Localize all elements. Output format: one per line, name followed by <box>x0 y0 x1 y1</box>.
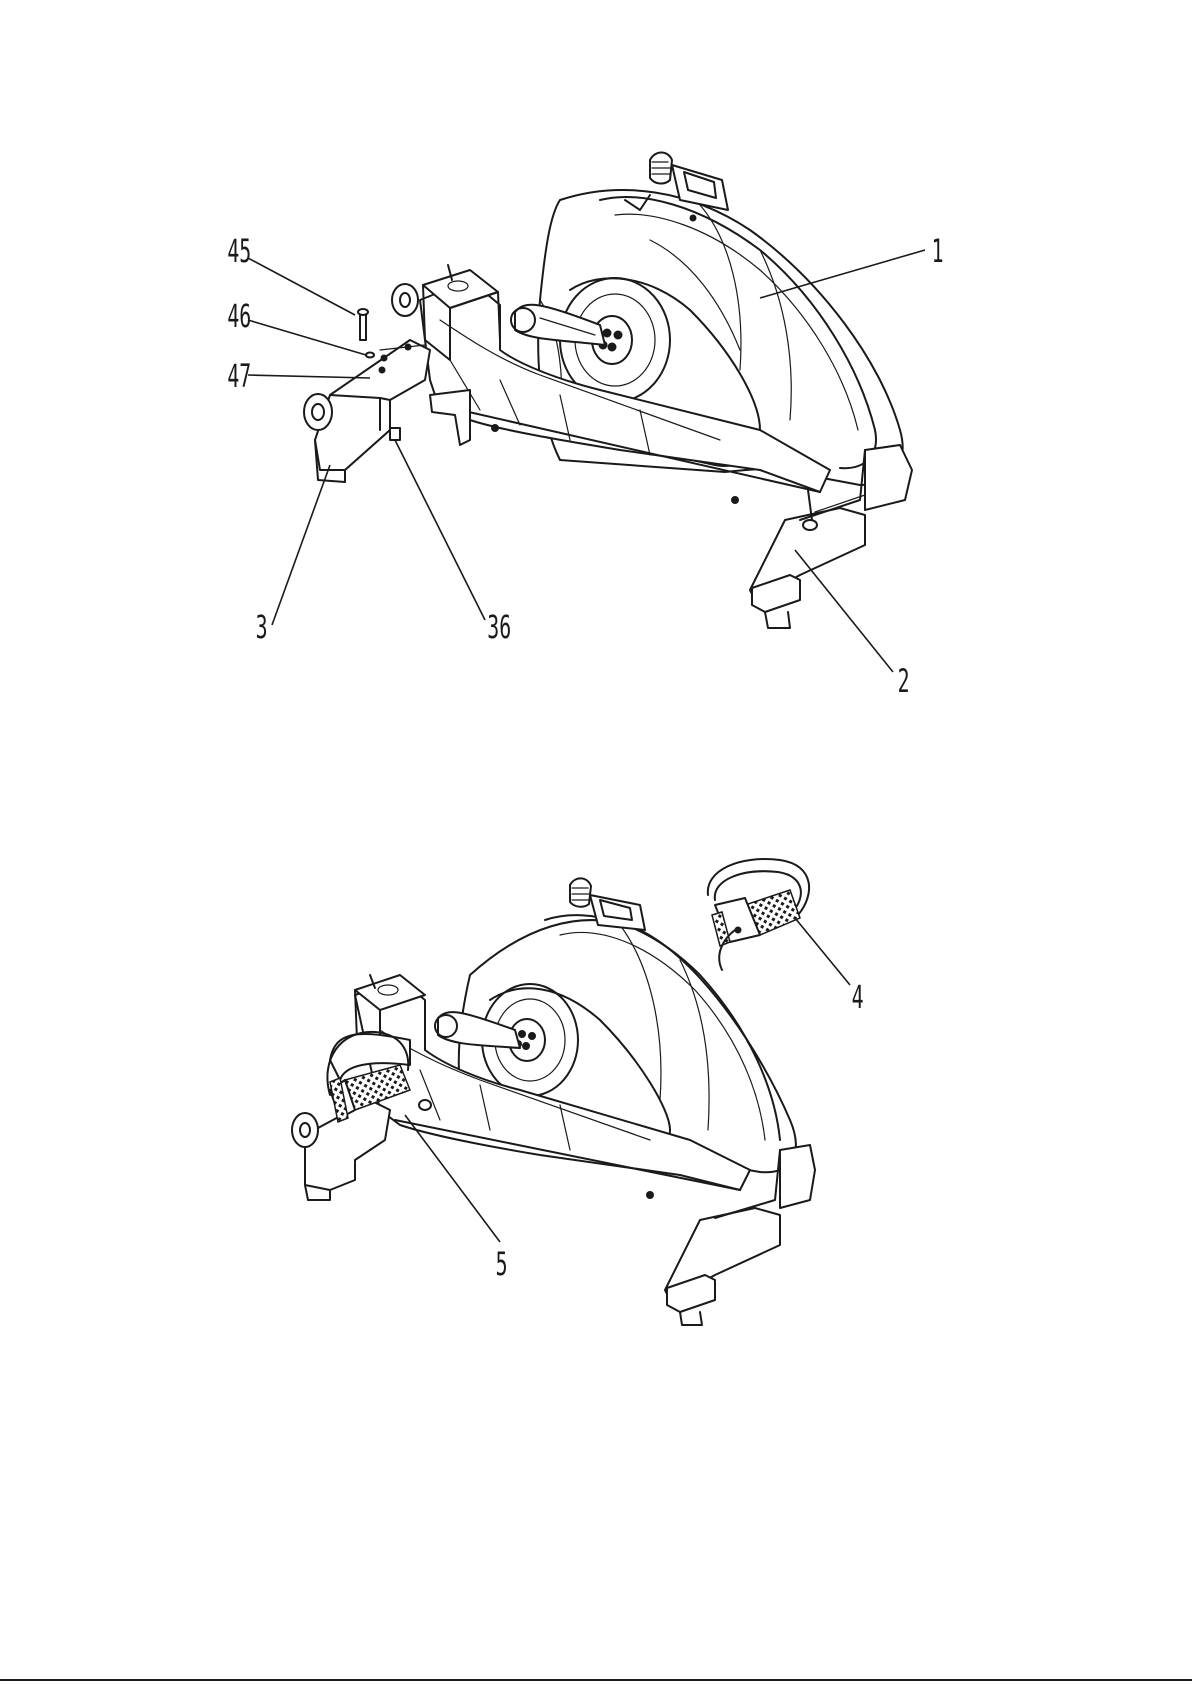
callout-46: 46 <box>227 298 251 335</box>
callout-2: 2 <box>898 663 910 700</box>
front-stabilizer <box>304 284 430 482</box>
callout-3: 3 <box>256 609 268 646</box>
callout-1: 1 <box>932 233 944 270</box>
figure-bottom-pedal-view <box>292 859 850 1325</box>
callout-45: 45 <box>227 233 251 270</box>
callout-47: 47 <box>227 358 251 395</box>
right-pedal <box>708 859 809 970</box>
callout-4: 4 <box>852 979 864 1016</box>
callout-5: 5 <box>496 1246 508 1283</box>
callout-36: 36 <box>487 609 511 646</box>
figure-top-exploded-view <box>248 153 925 673</box>
